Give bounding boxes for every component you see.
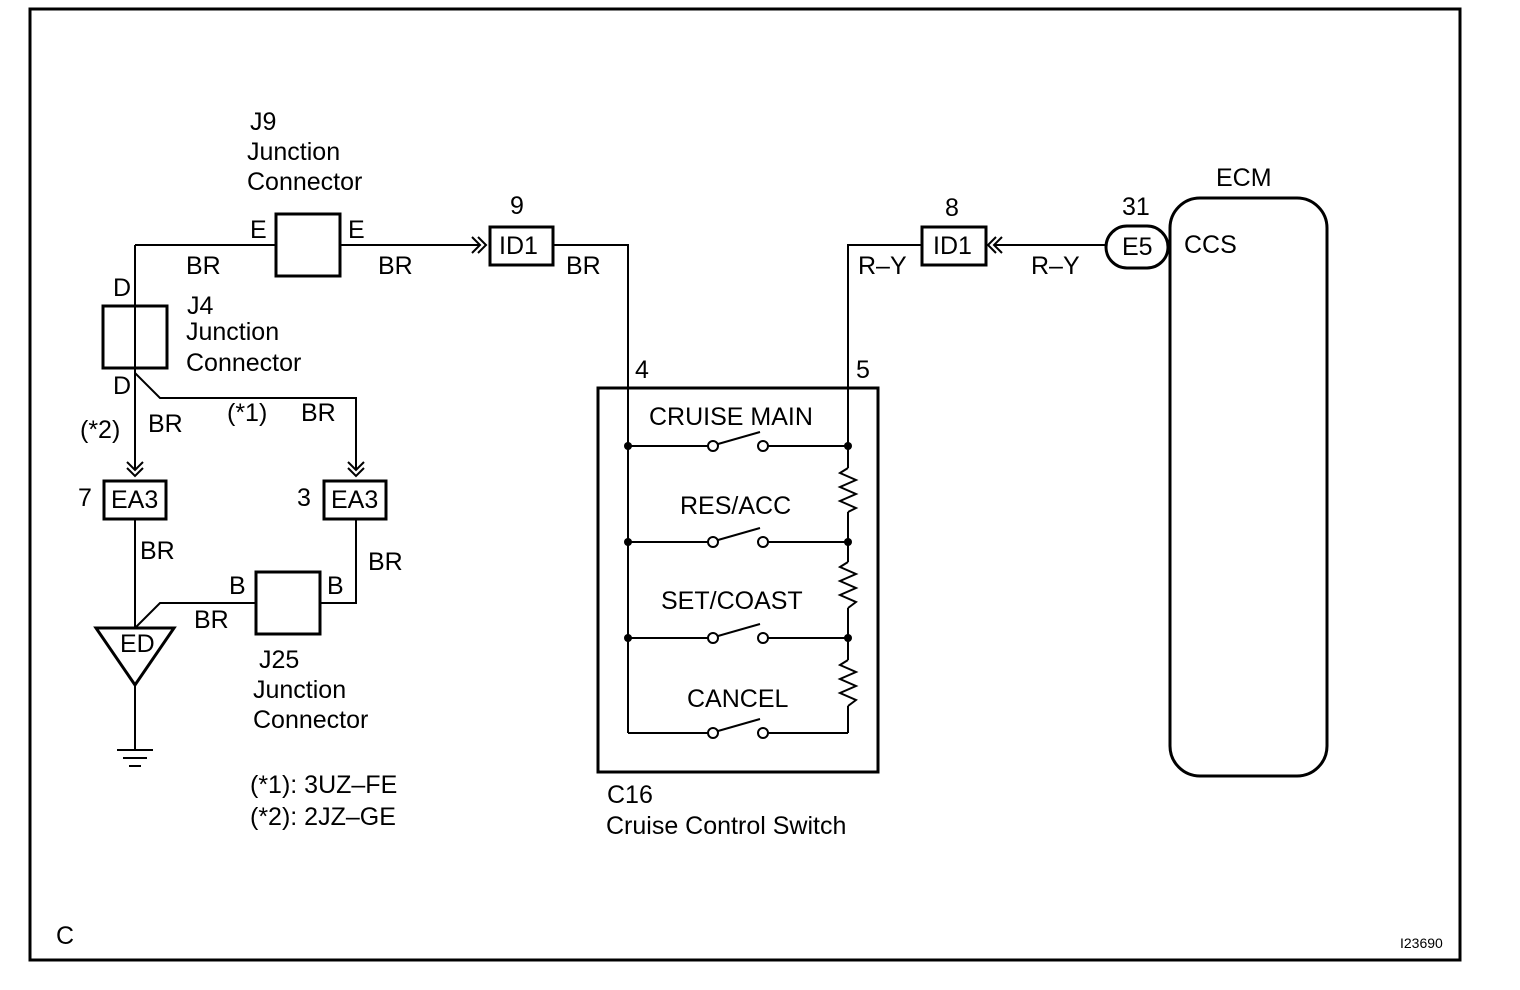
switch-name: Cruise Control Switch	[606, 812, 846, 840]
resistor-icon	[837, 561, 859, 609]
arrows	[126, 236, 1003, 478]
wire-j25-to-ground	[134, 602, 256, 629]
switch-position-label: CRUISE MAIN	[649, 403, 813, 431]
switch-row-res-acc	[624, 527, 852, 548]
j9-connector-box	[274, 212, 342, 278]
j9-pin-right: E	[348, 216, 365, 244]
id1-left-box	[488, 225, 555, 267]
ecm-terminal: CCS	[1184, 231, 1237, 259]
chevron-icon	[471, 236, 488, 254]
ground-triangle	[93, 626, 177, 688]
j25-line1: Junction	[253, 676, 346, 704]
e5-connector-oval	[1104, 224, 1170, 270]
ground-icon	[117, 749, 153, 767]
note-line: (*1): 3UZ–FE	[250, 771, 397, 799]
j4-pin-top: D	[113, 274, 131, 302]
ecm-box	[1168, 196, 1329, 778]
switch-row-cruise-main	[624, 431, 852, 452]
corner-label: C	[56, 922, 74, 950]
wire-label: BR	[368, 548, 403, 576]
ea3-right-pin: 3	[297, 484, 311, 512]
switch-housing	[596, 386, 880, 774]
ea3-left-pin: 7	[78, 484, 92, 512]
resistor-icon	[837, 659, 859, 707]
id1-right-name: ID1	[933, 232, 972, 260]
j25-pin-left: B	[229, 572, 246, 600]
j4-connector-box	[101, 304, 169, 370]
id1-right-pin: 8	[945, 194, 959, 222]
wire-label: BR	[148, 410, 183, 438]
e5-name: E5	[1122, 233, 1153, 261]
wire-j4-branch	[134, 372, 357, 470]
chevron-icon	[347, 461, 365, 478]
ground-label: ED	[120, 630, 155, 658]
j25-connector-box	[254, 570, 322, 636]
wire-label: BR	[378, 252, 413, 280]
variant-marker: (*1)	[227, 399, 267, 427]
chevron-icon	[986, 236, 1003, 254]
j9-pin-left: E	[250, 216, 267, 244]
switch-position-label: CANCEL	[687, 685, 789, 713]
j9-line2: Connector	[247, 168, 362, 196]
e5-pin: 31	[1122, 193, 1150, 221]
ea3-left-name: EA3	[111, 486, 158, 514]
j9-name: J9	[250, 108, 276, 136]
ecm-name: ECM	[1216, 164, 1272, 192]
variant-marker: (*2)	[80, 416, 120, 444]
figure-code: I23690	[1400, 935, 1443, 951]
j25-name: J25	[259, 646, 299, 674]
id1-right-box	[920, 225, 988, 267]
ea3-right-name: EA3	[331, 486, 378, 514]
wire-label: R–Y	[858, 252, 907, 280]
wire-label: BR	[140, 537, 175, 565]
id1-left-name: ID1	[499, 232, 538, 260]
switch-position-label: RES/ACC	[680, 492, 791, 520]
j4-line1: Junction	[186, 318, 279, 346]
wire-label: BR	[186, 252, 221, 280]
switch-code: C16	[607, 781, 653, 809]
wire-label: BR	[194, 606, 229, 634]
chevron-icon	[126, 461, 144, 478]
wire-ea3-to-j25	[320, 520, 357, 604]
id1-left-pin: 9	[510, 192, 524, 220]
wire-label: BR	[301, 399, 336, 427]
j25-line2: Connector	[253, 706, 368, 734]
wire-id1-to-pin4	[553, 244, 629, 388]
wire-label: BR	[566, 252, 601, 280]
j4-name: J4	[187, 292, 214, 320]
wire-pin5-to-id1	[847, 244, 922, 388]
switch-row-set-coast	[624, 623, 852, 644]
switch-pin-right: 5	[856, 356, 870, 384]
cruise-control-switch	[596, 386, 880, 774]
switch-row-cancel	[628, 718, 848, 739]
note-line: (*2): 2JZ–GE	[250, 803, 396, 831]
wires	[134, 244, 1105, 750]
j9-line1: Junction	[247, 138, 340, 166]
j4-pin-bottom: D	[113, 372, 131, 400]
wire-label: R–Y	[1031, 252, 1080, 280]
j25-pin-right: B	[327, 572, 344, 600]
diagram-frame	[28, 7, 1462, 962]
switch-position-label: SET/COAST	[661, 587, 803, 615]
switch-pin-left: 4	[635, 356, 649, 384]
resistor-icon	[837, 467, 859, 513]
ea3-left-box	[102, 479, 168, 521]
j4-line2: Connector	[186, 349, 301, 377]
ea3-right-box	[322, 479, 388, 521]
